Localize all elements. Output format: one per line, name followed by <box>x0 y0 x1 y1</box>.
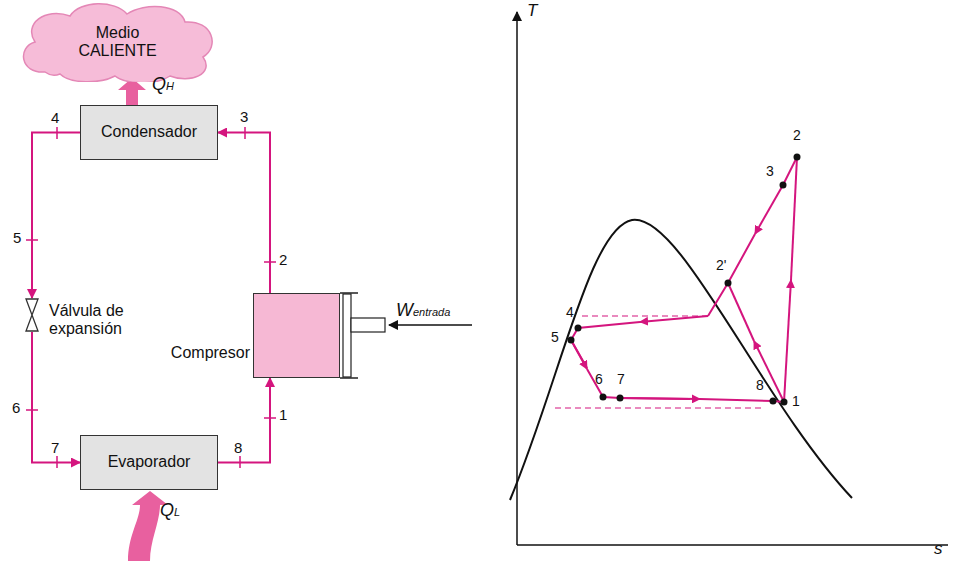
saturation-dome <box>510 220 852 500</box>
callout-number: 8 <box>234 440 242 457</box>
valve-symbol <box>25 298 39 332</box>
callout-number: 3 <box>240 109 248 126</box>
callout-number: 4 <box>566 305 574 320</box>
symbol-label: QL <box>160 500 180 522</box>
callout-number: 3 <box>766 164 774 179</box>
axis <box>517 544 948 546</box>
condenser-box: Condensador <box>80 105 218 160</box>
callout-number: 4 <box>51 110 59 127</box>
callout-number: 5 <box>551 330 559 345</box>
compressor-box: Compresor <box>253 293 340 378</box>
axis <box>516 12 518 545</box>
callout-number: 6 <box>12 400 20 417</box>
flow-connector <box>32 332 80 463</box>
flow-connector <box>218 378 270 463</box>
expansion-valve: Válvula de expansión <box>25 298 39 332</box>
callout-number: 8 <box>756 378 764 393</box>
dashed-lines <box>555 316 765 408</box>
callout-number: 1 <box>792 394 800 409</box>
axis-label: T <box>527 2 537 21</box>
flow-connector <box>218 133 270 294</box>
node-label: Medio CALIENTE <box>73 24 163 61</box>
callout-number: 6 <box>595 372 603 387</box>
piston <box>340 293 385 378</box>
cycle-path <box>571 157 797 402</box>
edge-label: QH <box>152 74 174 96</box>
callout-number: 2' <box>716 258 726 273</box>
node-label: Válvula de expansión <box>49 302 141 339</box>
callout-number: 2 <box>279 252 287 269</box>
callout-number: 7 <box>617 372 625 387</box>
state-points <box>568 154 801 406</box>
node-label: Condensador <box>101 123 197 141</box>
callout-number: 5 <box>13 230 21 247</box>
flow-connector <box>32 133 80 299</box>
flow-connector <box>118 78 146 105</box>
evaporator-box: Evaporador <box>80 435 218 490</box>
callout-number: 2 <box>793 128 801 143</box>
node-label: Evaporador <box>108 453 191 471</box>
node-label: Compresor <box>171 344 250 362</box>
cloud-region: Medio CALIENTE <box>15 2 220 82</box>
callout-number: 1 <box>279 407 287 424</box>
work-arrow <box>389 324 472 326</box>
callout-number: 7 <box>51 440 59 457</box>
axis-label: s <box>934 540 943 559</box>
point-ticks <box>26 127 276 468</box>
symbol-label: Wentrada <box>396 300 450 322</box>
